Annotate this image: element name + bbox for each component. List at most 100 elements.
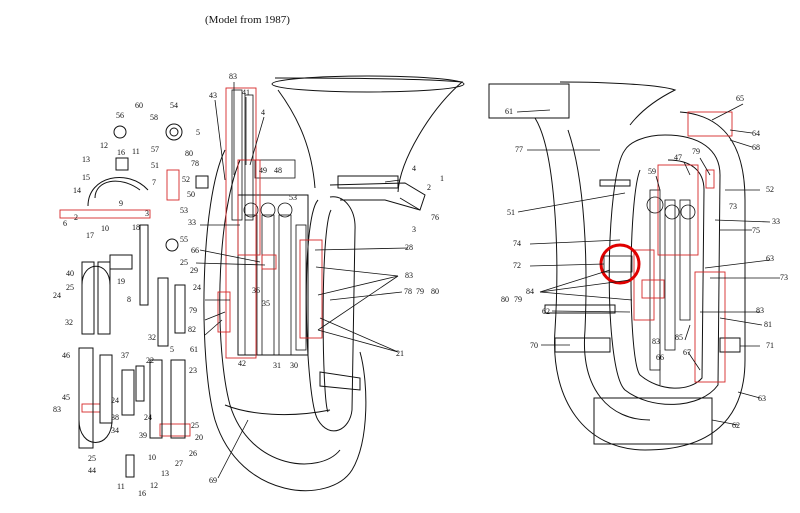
- part-label: 24: [193, 283, 201, 292]
- part-label: 39: [139, 431, 147, 440]
- part-label: 18: [132, 223, 140, 232]
- part-label: 67: [683, 348, 691, 357]
- part-label: 9: [119, 199, 123, 208]
- part-label: 25: [180, 258, 188, 267]
- model-caption: (Model from 1987): [205, 14, 290, 26]
- part-label: 32: [65, 318, 73, 327]
- right-leader-lines: [516, 103, 780, 426]
- part-label: 43: [209, 91, 217, 100]
- part-label: 6: [63, 219, 67, 228]
- part-label: 83: [756, 306, 764, 315]
- part-label: 44: [88, 466, 96, 475]
- part-label: 11: [117, 482, 125, 491]
- part-label: 40: [66, 269, 74, 278]
- part-label: 81: [764, 320, 772, 329]
- part-label: 25: [191, 421, 199, 430]
- part-label: 80: [501, 295, 509, 304]
- part-label: 62: [542, 307, 550, 316]
- left-leader-lines: [195, 82, 421, 479]
- part-label: 27: [175, 459, 183, 468]
- part-label: 84: [526, 287, 534, 296]
- part-label: 4: [412, 164, 416, 173]
- part-label: 22: [146, 356, 154, 365]
- part-label: 2: [427, 183, 431, 192]
- part-label: 31: [273, 361, 281, 370]
- left-labels: 83 43 41 4 60 56 58 54 12 57 5 13 16 11 …: [53, 72, 444, 498]
- part-label: 73: [780, 273, 788, 282]
- part-label: 51: [507, 208, 515, 217]
- part-label: 24: [53, 291, 61, 300]
- part-label: 53: [180, 206, 188, 215]
- part-label: 37: [121, 351, 129, 360]
- part-label: 10: [101, 224, 109, 233]
- part-label: 38: [111, 413, 119, 422]
- part-label: 77: [515, 145, 523, 154]
- part-label: 17: [86, 231, 94, 240]
- part-label: 16: [138, 489, 146, 498]
- part-label: 26: [189, 449, 197, 458]
- part-label: 76: [431, 213, 439, 222]
- part-label: 61: [505, 107, 513, 116]
- part-label: 60: [135, 101, 143, 110]
- part-label: 35: [262, 299, 270, 308]
- part-label: 10: [148, 453, 156, 462]
- part-label: 82: [188, 325, 196, 334]
- part-label: 13: [161, 469, 169, 478]
- part-label: 23: [189, 366, 197, 375]
- part-label: 61: [190, 345, 198, 354]
- part-label: 7: [152, 178, 156, 187]
- highlight-circle: [599, 243, 641, 285]
- part-label: 25: [88, 454, 96, 463]
- part-label: 68: [752, 143, 760, 152]
- part-label: 8: [127, 295, 131, 304]
- part-label: 30: [290, 361, 298, 370]
- part-label: 32: [148, 333, 156, 342]
- part-label: 80: [431, 287, 439, 296]
- part-label: 51: [151, 161, 159, 170]
- part-label: 80: [185, 149, 193, 158]
- part-label: 83: [405, 271, 413, 280]
- part-label: 78: [404, 287, 412, 296]
- part-label: 42: [238, 359, 246, 368]
- part-label: 11: [132, 147, 140, 156]
- part-label: 83: [229, 72, 237, 81]
- part-label: 83: [652, 337, 660, 346]
- part-label: 48: [274, 166, 282, 175]
- part-label: 12: [100, 141, 108, 150]
- part-label: 25: [66, 283, 74, 292]
- part-label: 50: [187, 190, 195, 199]
- part-label: 65: [736, 94, 744, 103]
- right-tuba-body: [488, 81, 746, 451]
- part-label: 33: [188, 218, 196, 227]
- part-label: 2: [74, 213, 78, 222]
- part-label: 4: [261, 108, 265, 117]
- part-label: 58: [150, 113, 158, 122]
- left-tuba-body: [59, 75, 465, 492]
- part-label: 85: [675, 333, 683, 342]
- part-label: 36: [252, 286, 260, 295]
- right-labels: 65 61 64 68 77 79 47 59 52 73 51 33 75 7…: [501, 94, 788, 430]
- part-label: 74: [513, 239, 521, 248]
- part-label: 45: [62, 393, 70, 402]
- part-label: 46: [62, 351, 70, 360]
- part-label: 79: [514, 295, 522, 304]
- part-label: 52: [766, 185, 774, 194]
- part-label: 69: [209, 476, 217, 485]
- part-label: 66: [191, 246, 199, 255]
- part-label: 59: [648, 167, 656, 176]
- part-label: 13: [82, 155, 90, 164]
- part-label: 28: [405, 243, 413, 252]
- part-label: 54: [170, 101, 178, 110]
- part-label: 75: [752, 226, 760, 235]
- part-label: 5: [196, 128, 200, 137]
- part-label: 62: [732, 421, 740, 430]
- part-label: 79: [189, 306, 197, 315]
- part-label: 57: [151, 145, 159, 154]
- part-label: 64: [752, 129, 760, 138]
- part-label: 5: [170, 345, 174, 354]
- part-label: 63: [758, 394, 766, 403]
- part-label: 83: [53, 405, 61, 414]
- part-label: 29: [190, 266, 198, 275]
